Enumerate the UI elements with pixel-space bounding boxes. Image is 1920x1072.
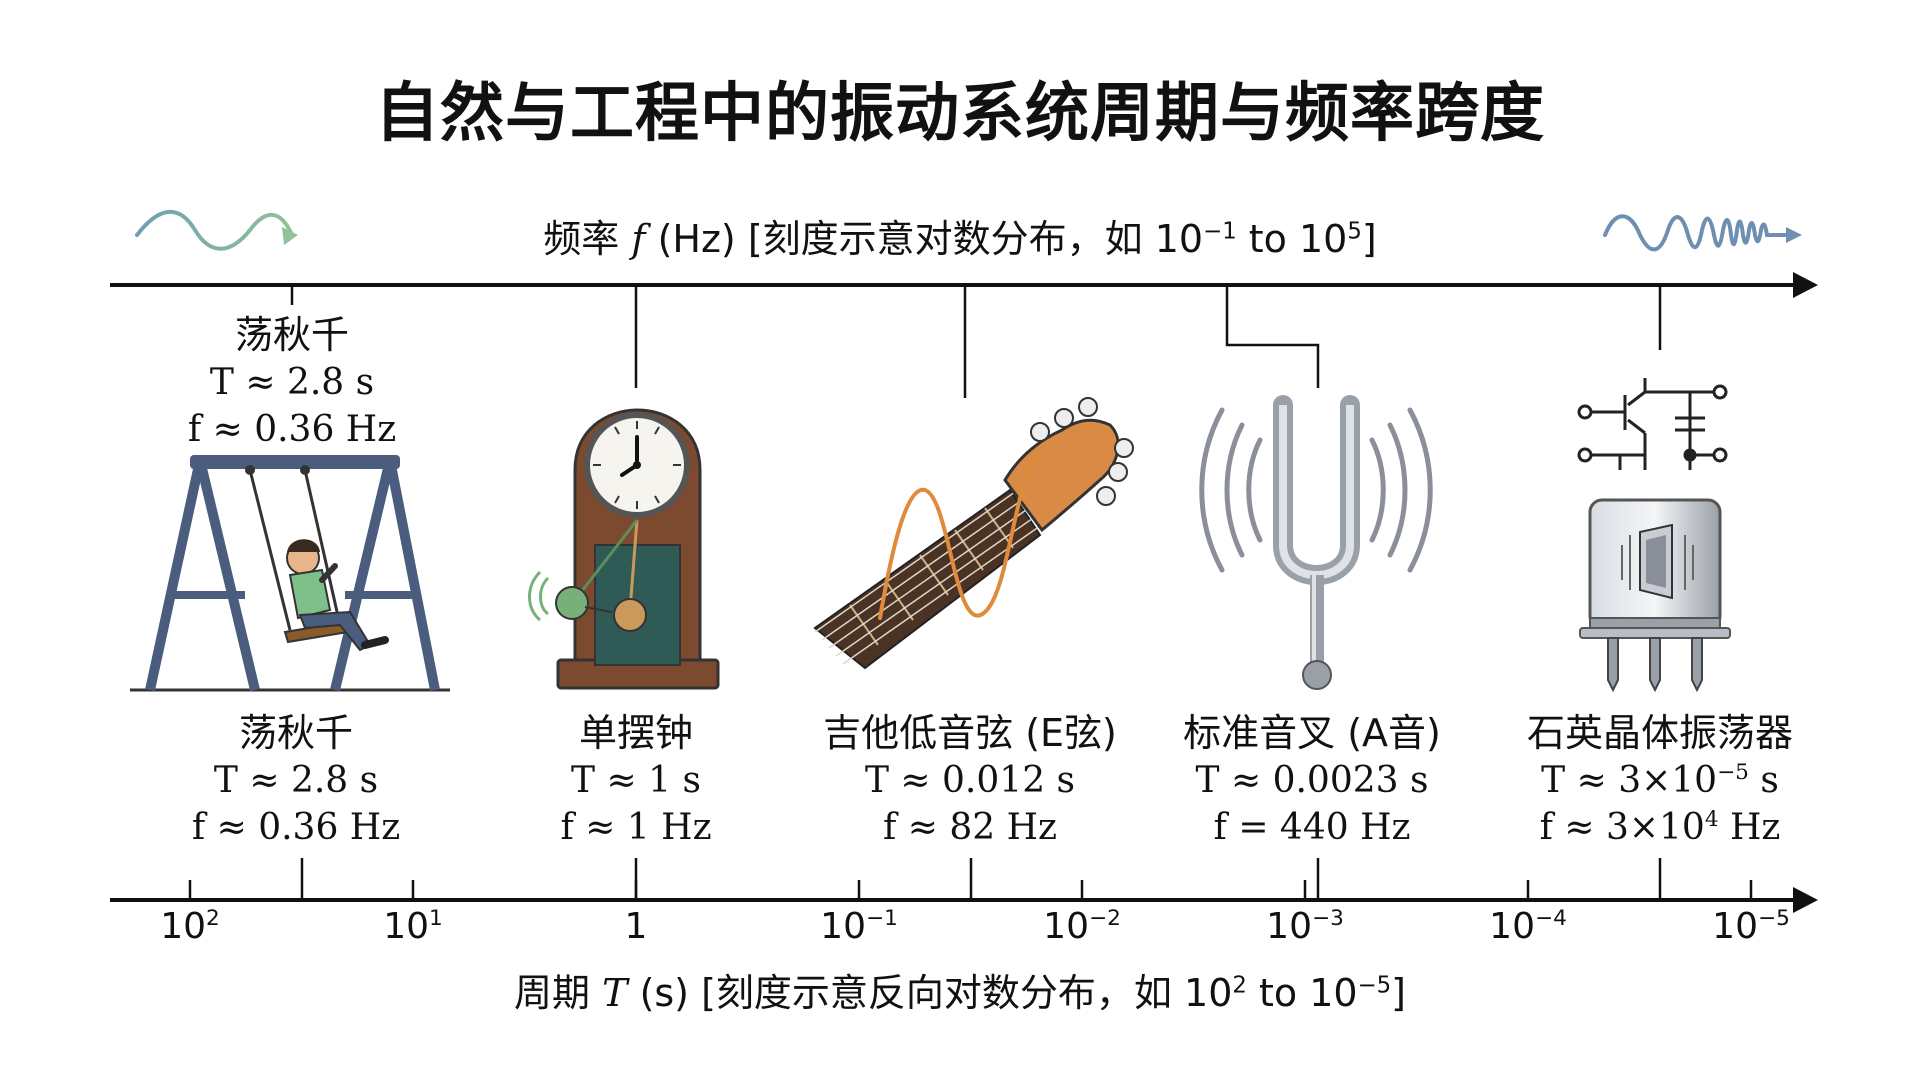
frequency-note: [刻度示意对数分布，如 10−1 to 105]: [747, 217, 1377, 261]
frequency-unit: (Hz): [657, 217, 736, 261]
fork-connector: [1225, 285, 1320, 388]
system-name: 吉他低音弦 (E弦): [823, 711, 1117, 755]
swing-top-period: T ≈ 2.8 s: [209, 362, 375, 403]
period-axis-arrow: [1793, 887, 1818, 913]
period-tick-label: 10−4: [1489, 906, 1567, 947]
low-frequency-wave-icon: [135, 209, 294, 251]
system-label-quartz-oscillator: 石英晶体振荡器 T ≈ 3×10−5 s f ≈ 3×104 Hz: [1500, 710, 1820, 851]
frequency-axis-arrow: [1793, 272, 1818, 298]
period-tick-label: 1: [624, 906, 648, 947]
period-axis-ticks: [188, 858, 1753, 900]
high-frequency-wave-icon: [1603, 214, 1792, 252]
period-symbol: T: [602, 971, 628, 1015]
pendulum-clock-illustration: [528, 408, 720, 690]
period-tick-label: 10−5: [1712, 906, 1790, 947]
system-period: T ≈ 2.8 s: [213, 760, 379, 801]
period-tick-label: 10−3: [1266, 906, 1344, 947]
system-name: 荡秋千: [238, 711, 353, 755]
period-tick-label: 101: [383, 906, 443, 947]
swing-top-label: 荡秋千 T ≈ 2.8 s f ≈ 0.36 Hz: [142, 312, 442, 453]
system-frequency: f ≈ 3×104 Hz: [1539, 807, 1781, 848]
system-label-swing: 荡秋千 T ≈ 2.8 s f ≈ 0.36 Hz: [146, 710, 446, 851]
period-tick-label: 10−1: [820, 906, 898, 947]
system-name: 标准音叉 (A音): [1183, 711, 1441, 755]
period-axis-prefix: 周期: [514, 971, 591, 1015]
period-axis-label: 周期 T (s) [刻度示意反向对数分布，如 102 to 10−5]: [0, 962, 1920, 1017]
system-period: T ≈ 0.0023 s: [1195, 760, 1429, 801]
system-label-tuning-fork: 标准音叉 (A音) T ≈ 0.0023 s f = 440 Hz: [1142, 710, 1482, 851]
quartz-oscillator-illustration: [1577, 378, 1731, 693]
period-unit: (s): [639, 971, 690, 1015]
period-tick-label: 102: [160, 906, 220, 947]
system-frequency: f = 440 Hz: [1213, 807, 1411, 848]
period-note: [刻度示意反向对数分布，如 102 to 10−5]: [701, 971, 1406, 1015]
system-period: T ≈ 0.012 s: [864, 760, 1076, 801]
frequency-axis-label: 频率 f (Hz) [刻度示意对数分布，如 10−1 to 105]: [0, 208, 1920, 263]
system-frequency: f ≈ 1 Hz: [560, 807, 712, 848]
string-vibration-wave: [878, 453, 1042, 620]
swing-top-name: 荡秋千: [234, 313, 349, 357]
system-name: 单摆钟: [578, 711, 693, 755]
system-period: T ≈ 3×10−5 s: [1541, 760, 1779, 801]
swing-top-frequency: f ≈ 0.36 Hz: [187, 409, 397, 450]
system-label-pendulum-clock: 单摆钟 T ≈ 1 s f ≈ 1 Hz: [486, 710, 786, 851]
system-frequency: f ≈ 0.36 Hz: [191, 807, 401, 848]
system-period: T ≈ 1 s: [571, 760, 701, 801]
frequency-axis-prefix: 频率: [543, 217, 620, 261]
frequency-symbol: f: [631, 217, 646, 261]
system-label-guitar-string: 吉他低音弦 (E弦) T ≈ 0.012 s f ≈ 82 Hz: [790, 710, 1150, 851]
period-tick-label: 10−2: [1043, 906, 1121, 947]
system-name: 石英晶体振荡器: [1526, 711, 1793, 755]
guitar-illustration: [813, 397, 1134, 670]
swing-illustration: [130, 455, 450, 692]
tuning-fork-illustration: [1199, 395, 1433, 690]
system-frequency: f ≈ 82 Hz: [883, 807, 1057, 848]
diagram-title: 自然与工程中的振动系统周期与频率跨度: [375, 77, 1545, 151]
